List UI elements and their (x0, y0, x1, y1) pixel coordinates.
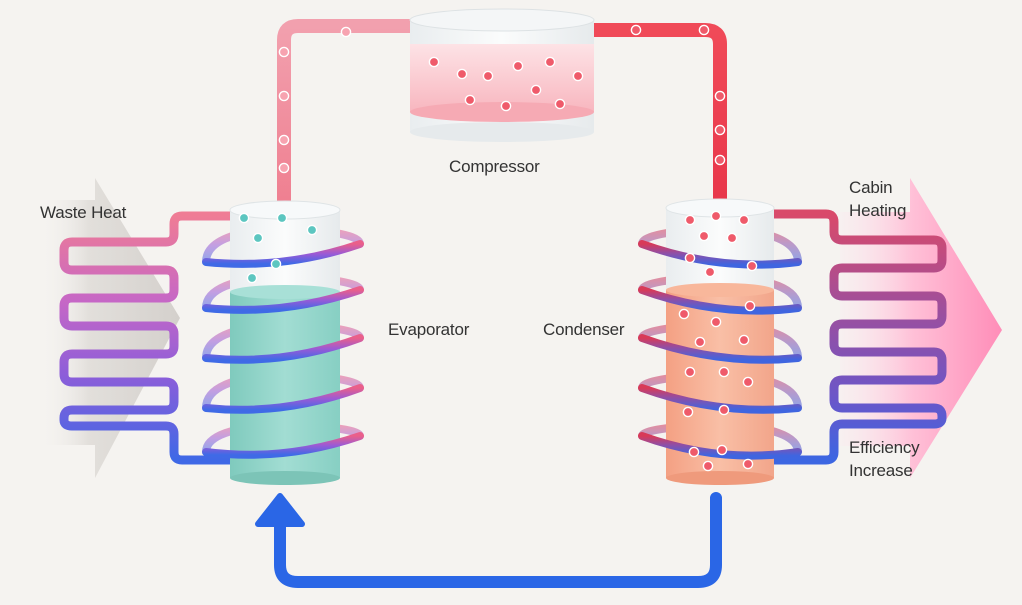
waste-heat-serpentine-coil (59, 211, 232, 465)
refrigerant-particle-icon (270, 258, 282, 270)
refrigerant-particle-icon (238, 212, 250, 224)
refrigerant-particle-icon (716, 444, 728, 456)
refrigerant-particle-icon (702, 460, 714, 472)
refrigerant-particle-icon (684, 366, 696, 378)
refrigerant-particle-icon (630, 24, 642, 36)
evaporator-label: Evaporator (388, 320, 470, 339)
refrigerant-particle-icon (688, 446, 700, 458)
cabin-heating-label-line-2: Heating (849, 201, 907, 220)
refrigerant-particle-icon (698, 24, 710, 36)
compressor-tank (409, 8, 595, 142)
condenser-label: Condenser (543, 320, 625, 339)
refrigerant-particle-icon (714, 90, 726, 102)
refrigerant-particle-icon (246, 272, 258, 284)
compressor-label: Compressor (449, 157, 540, 176)
refrigerant-particle-icon (682, 406, 694, 418)
refrigerant-particle-icon (464, 94, 476, 106)
refrigerant-particle-icon (482, 70, 494, 82)
refrigerant-particle-icon (718, 404, 730, 416)
efficiency-increase-label-line-1: Efficiency (849, 438, 920, 457)
compressor-to-condenser-pipe (585, 23, 727, 212)
condenser-tank (665, 198, 775, 485)
refrigerant-particle-icon (306, 224, 318, 236)
refrigerant-particle-icon (456, 68, 468, 80)
waste-heat-label: Waste Heat (40, 203, 127, 222)
refrigerant-particle-icon (738, 334, 750, 346)
refrigerant-particles (238, 24, 758, 472)
refrigerant-particle-icon (278, 162, 290, 174)
refrigerant-particle-icon (684, 252, 696, 264)
refrigerant-particle-icon (742, 376, 754, 388)
cabin-heating-label-line-1: Cabin (849, 178, 893, 197)
refrigerant-particle-icon (278, 134, 290, 146)
refrigerant-particle-icon (742, 458, 754, 470)
efficiency-increase-label-line-2: Increase (849, 461, 913, 480)
evaporator-coil-front (202, 240, 364, 459)
refrigerant-particle-icon (278, 90, 290, 102)
refrigerant-particle-icon (746, 260, 758, 272)
refrigerant-particle-icon (710, 210, 722, 222)
refrigerant-particle-icon (428, 56, 440, 68)
refrigerant-particle-icon (684, 214, 696, 226)
refrigerant-particle-icon (694, 336, 706, 348)
refrigerant-particle-icon (340, 26, 352, 38)
refrigerant-particle-icon (678, 308, 690, 320)
refrigerant-particle-icon (252, 232, 264, 244)
refrigerant-particle-icon (744, 300, 756, 312)
refrigerant-particle-icon (544, 56, 556, 68)
refrigerant-particle-icon (710, 316, 722, 328)
refrigerant-particle-icon (714, 124, 726, 136)
refrigerant-particle-icon (704, 266, 716, 278)
return-flow-line (274, 492, 722, 588)
refrigerant-particle-icon (714, 154, 726, 166)
evaporator-to-compressor-pipe (277, 19, 427, 212)
refrigerant-particle-icon (726, 232, 738, 244)
refrigerant-particle-icon (738, 214, 750, 226)
refrigerant-particle-icon (554, 98, 566, 110)
refrigerant-particle-icon (276, 212, 288, 224)
return-flow-arrow-icon (255, 493, 305, 527)
refrigerant-particle-icon (572, 70, 584, 82)
cabin-heating-serpentine-coil (770, 209, 947, 465)
refrigerant-particle-icon (500, 100, 512, 112)
refrigerant-particle-icon (278, 46, 290, 58)
refrigerant-particle-icon (530, 84, 542, 96)
refrigerant-particle-icon (718, 366, 730, 378)
refrigerant-particle-icon (512, 60, 524, 72)
refrigerant-particle-icon (698, 230, 710, 242)
